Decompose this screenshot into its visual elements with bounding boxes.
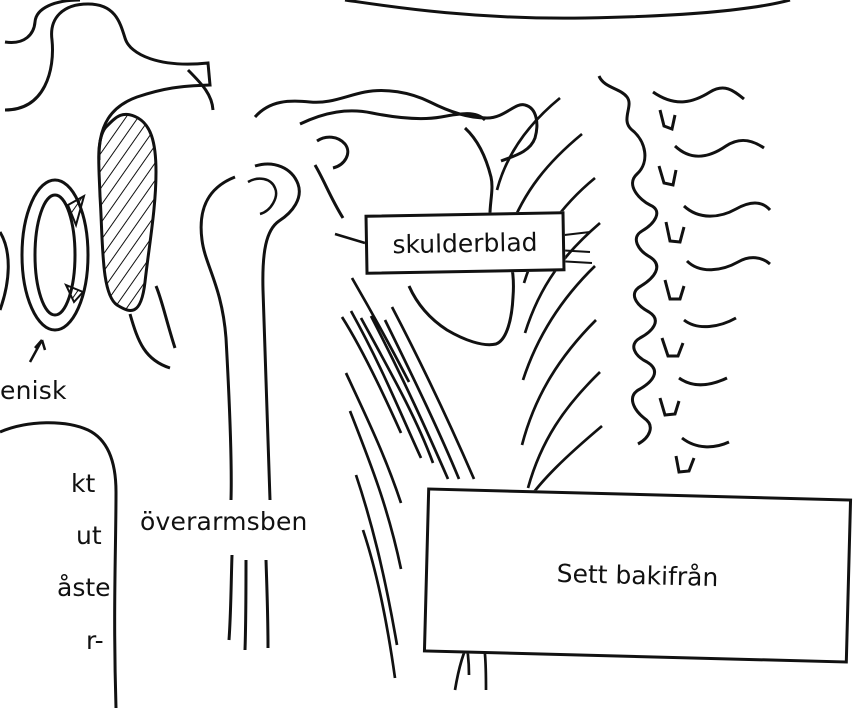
spine-right — [653, 88, 770, 447]
note-line-1: kt — [71, 469, 95, 498]
upper-arm-lower-lines — [229, 555, 268, 650]
sett-bakifran-label-box: Sett bakifrån — [423, 487, 852, 663]
menisk-ring-inner — [35, 195, 75, 315]
shoulder-blade-top — [255, 90, 537, 161]
spine-segments — [659, 110, 694, 472]
note-line-4: r- — [86, 626, 104, 655]
upper-arm-head-detail — [248, 179, 276, 214]
skulderblad-label-box: skulderblad — [364, 211, 565, 274]
shoulder-blade-line — [335, 234, 365, 243]
sett-bakifran-label: Sett bakifrån — [556, 559, 718, 592]
acromion-detail — [300, 111, 485, 168]
note-line-3: åste — [57, 573, 111, 602]
menisk-label: enisk — [0, 378, 67, 403]
upper-arm-label: överarmsben — [140, 509, 308, 534]
top-frame-curve — [345, 0, 790, 18]
left-partial-curve — [0, 232, 8, 310]
note-line-2: ut — [76, 521, 102, 550]
spine-main — [599, 76, 657, 444]
upper-arm-bone-left — [201, 177, 235, 500]
skulderblad-label: skulderblad — [392, 227, 538, 259]
menisk-arrow — [30, 340, 45, 362]
note-bubble-outline — [0, 423, 116, 708]
left-shoulder-outline — [99, 114, 156, 310]
